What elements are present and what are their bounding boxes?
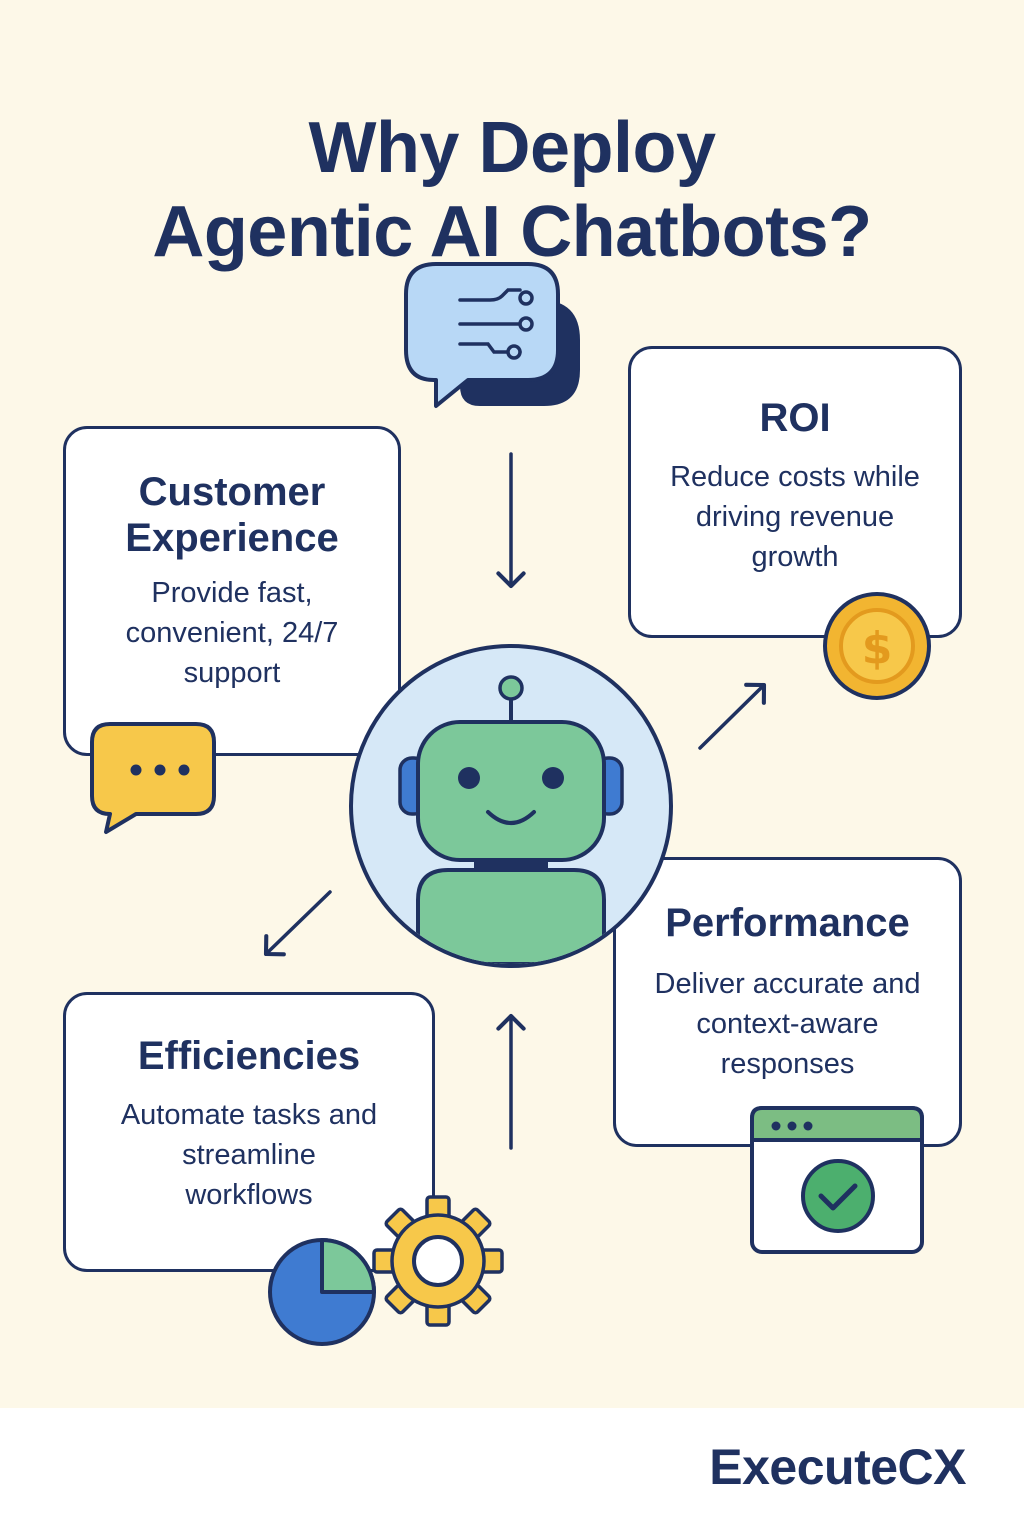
title-line-2: Agentic AI Chatbots? bbox=[152, 192, 872, 273]
footer-bar bbox=[0, 1408, 1024, 1536]
roi-heading: ROI bbox=[759, 396, 831, 440]
efficiencies-heading: Efficiencies bbox=[137, 1034, 361, 1078]
performance-text: Deliver accurate and context-aware respo… bbox=[654, 968, 921, 1080]
center-robot-icon bbox=[349, 644, 673, 968]
efficiencies-card: Efficiencies Automate tasks and streamli… bbox=[63, 992, 435, 1272]
customer-experience-card: Customer Experience Provide fast, conven… bbox=[63, 426, 401, 756]
arrow-up-right-to-roi-icon bbox=[698, 682, 767, 750]
top-chat-network-icon bbox=[404, 262, 580, 408]
roi-text: Reduce costs while driving revenue growt… bbox=[670, 461, 920, 573]
svg-text:$: $ bbox=[862, 623, 893, 674]
roi-card: ROI Reduce costs while driving revenue g… bbox=[628, 346, 962, 638]
flow-arrows bbox=[263, 452, 767, 1150]
dollar-coin-icon: $ bbox=[823, 592, 931, 700]
diagram-artwork: $ bbox=[90, 262, 931, 1346]
efficiencies-text: Automate tasks and streamline workflows bbox=[120, 1099, 378, 1211]
brand-logo: ExecuteCX bbox=[709, 1439, 966, 1495]
performance-card: Performance Deliver accurate and context… bbox=[613, 857, 962, 1147]
performance-heading: Performance bbox=[665, 901, 910, 945]
customer-experience-heading: Customer Experience bbox=[125, 470, 339, 560]
pie-chart-gear-icon bbox=[268, 1195, 504, 1346]
title-line-1: Why Deploy bbox=[308, 108, 716, 189]
arrow-down-left-to-efficiencies-icon bbox=[263, 890, 332, 957]
chat-bubble-dots-icon bbox=[90, 722, 216, 834]
browser-check-icon bbox=[750, 1106, 924, 1254]
customer-experience-text: Provide fast, convenient, 24/7 support bbox=[125, 577, 339, 689]
page-title: Why Deploy Agentic AI Chatbots? bbox=[0, 106, 1024, 274]
